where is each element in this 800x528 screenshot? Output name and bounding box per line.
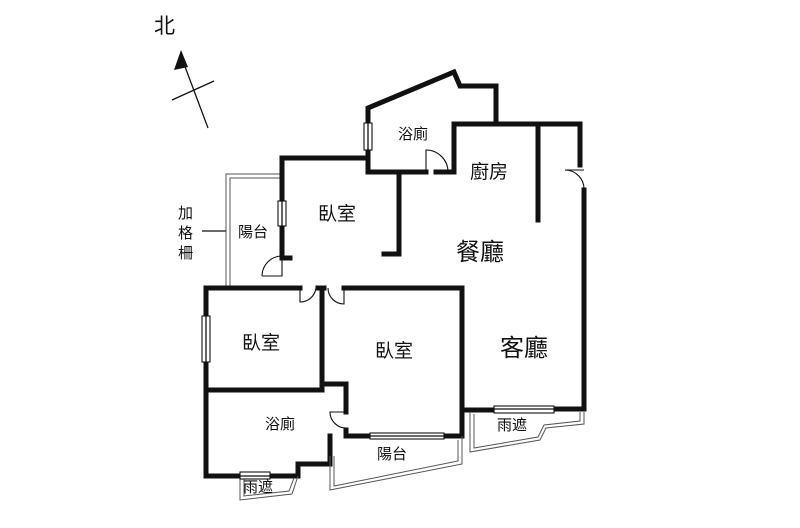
railing-note-1: 加: [178, 204, 193, 222]
room-balcony-bottom: 陽台: [377, 445, 407, 463]
room-kitchen: 廚房: [470, 160, 508, 183]
north-label: 北: [154, 14, 175, 38]
north-arrow: [171, 50, 215, 129]
balcony-outlines: [239, 412, 585, 501]
room-bedroom-mid: 臥室: [375, 340, 413, 362]
room-living: 客廳: [500, 334, 548, 362]
railing-note-2: 格: [178, 224, 193, 242]
room-bedroom-left: 臥室: [242, 332, 280, 354]
doors: [261, 149, 585, 429]
canopy-left: 雨遮: [243, 478, 273, 496]
railing-note-3: 柵: [178, 244, 193, 262]
room-bedroom-top: 臥室: [318, 203, 356, 225]
windows: [201, 122, 555, 480]
room-bath-bottom: 浴廁: [265, 415, 295, 433]
room-balcony-left: 陽台: [238, 223, 268, 241]
left-balcony-railing: [202, 173, 282, 288]
walls: [203, 68, 587, 479]
canopy-right: 雨遮: [497, 416, 527, 434]
room-bath-top: 浴廁: [398, 125, 428, 143]
room-dining: 餐廳: [456, 238, 504, 266]
